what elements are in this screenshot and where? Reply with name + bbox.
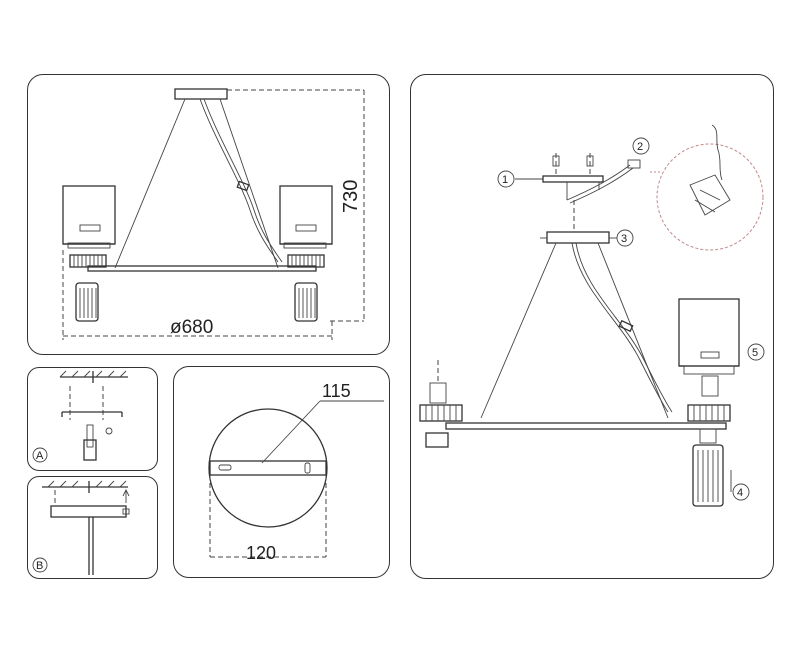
detail-b-marker: B: [36, 560, 43, 572]
right-holder: [287, 254, 325, 268]
right-cylinder: [294, 282, 318, 322]
mounting-bracket: [542, 175, 604, 183]
power-cord: [199, 98, 279, 263]
height-label: 730: [340, 180, 362, 213]
detail-a-panel: [27, 367, 158, 471]
screw-icon: [86, 424, 94, 448]
main-bar: [87, 265, 317, 272]
left-cylinder: [75, 282, 99, 322]
callout-4: 4: [737, 487, 743, 499]
cord-clip: [236, 180, 250, 192]
mounting-plate: [209, 460, 327, 476]
leader-line: [261, 400, 321, 464]
exploded-left-holder: [419, 404, 463, 422]
diameter-label: ø680: [170, 317, 213, 338]
exploded-right-shade: [678, 298, 740, 367]
canopy: [546, 231, 610, 244]
top-dimension-label: 115: [322, 381, 351, 401]
callout-1-circle: [497, 170, 515, 188]
suspension-wire-left: [114, 98, 186, 269]
canopy-circle: [208, 408, 328, 528]
exploded-right-cylinder: [692, 444, 724, 507]
callout-5-circle: [747, 343, 765, 361]
callout-1: 1: [502, 174, 508, 186]
left-holder: [69, 254, 107, 268]
exploded-right-holder: [687, 404, 731, 422]
callout-2: 2: [637, 141, 643, 153]
callout-3: 3: [621, 233, 627, 245]
callout-4-circle: [732, 483, 750, 501]
callout-2-circle: [632, 137, 650, 155]
bottom-dimension-label: 120: [246, 543, 276, 563]
ceiling-canopy: [174, 88, 228, 100]
suspension-wire-right: [219, 98, 279, 269]
magnifier-circle: [656, 143, 764, 251]
callout-5: 5: [752, 347, 758, 359]
callout-3-circle: [616, 229, 634, 247]
detail-a-marker: A: [36, 450, 44, 462]
exploded-bar: [445, 422, 727, 430]
